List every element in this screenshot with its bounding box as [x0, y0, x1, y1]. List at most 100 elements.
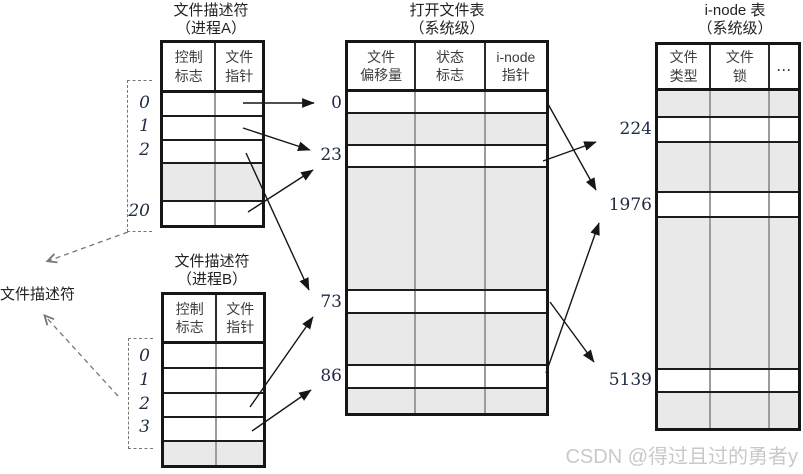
- table-cell: [768, 218, 798, 368]
- table-cell: [348, 168, 414, 289]
- table-row: [163, 115, 262, 139]
- table-row: [348, 92, 546, 112]
- table-row: [164, 367, 263, 392]
- inode-table-header: 文件 类型 文件 锁 …: [658, 45, 798, 91]
- table-cell: [163, 164, 214, 200]
- table-cell: [483, 314, 546, 364]
- arrow-open-23-to-inode-224: [542, 141, 597, 162]
- inode-table: 文件 类型 文件 锁 …: [655, 42, 801, 431]
- table-cell: [658, 393, 709, 428]
- table-cell: [709, 118, 768, 141]
- table-cell: [163, 93, 214, 115]
- table-cell: [658, 193, 709, 216]
- column-header-ellipsis: …: [768, 45, 798, 88]
- table-cell: [658, 91, 709, 116]
- column-header-file-type: 文件 类型: [669, 49, 698, 84]
- open-entry-86: 86: [320, 366, 342, 386]
- table-cell: [214, 202, 262, 225]
- table-row-shaded: [658, 141, 798, 191]
- arrow-open-86-to-inode-1976: [545, 222, 600, 374]
- fd-b-index-3: 3: [139, 417, 150, 437]
- table-cell: [658, 143, 709, 191]
- table-cell: [414, 389, 483, 413]
- arrow-open-0-to-inode-1976: [547, 103, 597, 191]
- title-fd-table-b: 文件描述符 （进程B）: [174, 253, 250, 288]
- table-row: [164, 392, 263, 416]
- table-cell: [483, 366, 546, 387]
- table-cell: [215, 442, 263, 465]
- table-cell: [214, 93, 262, 115]
- table-cell: [414, 146, 483, 166]
- table-row: [348, 144, 546, 166]
- table-row: [348, 364, 546, 387]
- table-cell: [709, 218, 768, 368]
- fd-table-a-header: 控制 标志 文件 指针: [163, 43, 262, 93]
- table-cell: [483, 92, 546, 112]
- table-cell: [483, 389, 546, 413]
- fd-table-process-b: 控制 标志 文件 指针: [161, 292, 266, 468]
- table-row-shaded: [164, 440, 263, 465]
- table-cell: [348, 114, 414, 144]
- table-cell: [215, 418, 263, 440]
- table-row: [658, 191, 798, 216]
- open-file-table: 文件 偏移量 状态 标志 i-node 指针: [345, 40, 549, 416]
- fd-b-index-0: 0: [139, 346, 150, 366]
- table-cell: [348, 291, 414, 312]
- fd-side-label: 文件描述符: [0, 286, 76, 303]
- table-cell: [163, 202, 214, 225]
- table-cell: [414, 92, 483, 112]
- table-cell: [768, 118, 798, 141]
- table-row: [164, 416, 263, 440]
- inode-entry-1976: 1976: [608, 195, 652, 215]
- csdn-watermark: CSDN @得过且过的勇者y: [565, 446, 798, 468]
- table-cell: [414, 114, 483, 144]
- table-row-shaded: [348, 112, 546, 144]
- table-cell: [709, 393, 768, 428]
- table-cell: [164, 369, 215, 392]
- fd-table-process-a: 控制 标志 文件 指针: [160, 40, 265, 228]
- table-row: [658, 116, 798, 141]
- table-row: [658, 368, 798, 391]
- fd-a-index-2: 2: [139, 140, 150, 160]
- column-header-control-flags: 控制 标志: [174, 49, 203, 84]
- fd-table-b-header: 控制 标志 文件 指针: [164, 295, 263, 344]
- table-cell: [348, 146, 414, 166]
- table-row: [163, 93, 262, 115]
- table-cell: [164, 394, 215, 416]
- table-cell: [768, 143, 798, 191]
- table-cell: [214, 117, 262, 139]
- fd-b-index-2: 2: [139, 394, 150, 414]
- column-header-file-pointer: 文件 指针: [215, 295, 263, 341]
- table-cell: [768, 393, 798, 428]
- fd-index-bracket-b: [128, 338, 153, 449]
- table-cell: [709, 370, 768, 391]
- table-cell: [414, 366, 483, 387]
- table-row-shaded: [348, 387, 546, 413]
- table-cell: [164, 344, 215, 367]
- column-header-file-lock: 文件 锁: [709, 45, 768, 88]
- open-entry-0: 0: [331, 93, 342, 113]
- column-header-file-pointer: 文件 指针: [214, 43, 262, 90]
- table-cell: [414, 168, 483, 289]
- table-cell: [348, 366, 414, 387]
- table-cell: [348, 92, 414, 112]
- table-row: [348, 289, 546, 312]
- arrow-open-73-to-inode-5139: [549, 301, 595, 363]
- table-row-shaded: [658, 91, 798, 116]
- table-row: [164, 344, 263, 367]
- column-header-inode-pointer: i-node 指针: [483, 43, 546, 89]
- column-header-status-flags: 状态 标志: [414, 43, 483, 89]
- table-row-shaded: [348, 166, 546, 289]
- table-cell: [768, 91, 798, 116]
- fd-a-index-20: 20: [128, 201, 150, 221]
- fd-a-index-1: 1: [139, 116, 150, 136]
- dashed-arrow-bracket-a-to-label: [45, 231, 129, 264]
- table-cell: [215, 344, 263, 367]
- open-entry-73: 73: [320, 292, 342, 312]
- column-header-file-offset: 文件 偏移量: [360, 48, 403, 83]
- open-entry-23: 23: [320, 145, 342, 165]
- table-cell: [709, 193, 768, 216]
- table-cell: [215, 369, 263, 392]
- table-cell: [709, 143, 768, 191]
